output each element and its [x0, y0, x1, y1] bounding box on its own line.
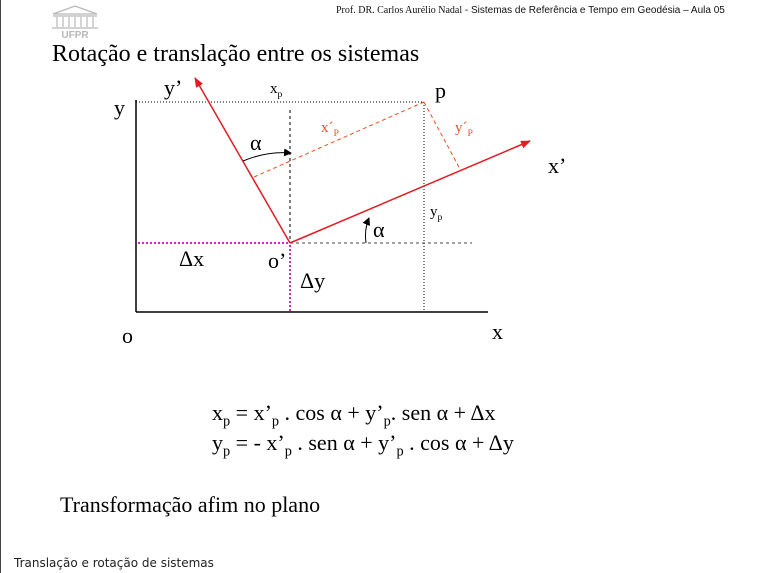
slide-header: Prof. DR. Carlos Aurélio Nadal - Sistema…: [336, 5, 725, 16]
x-axis-label: x: [492, 319, 503, 344]
yp-label: yp: [430, 204, 443, 223]
y-prime-axis: [194, 77, 291, 244]
author-name: Prof. DR. Carlos Aurélio Nadal: [336, 5, 463, 16]
ufpr-logo: UFPR: [52, 5, 98, 39]
point-p-label: p: [435, 78, 446, 103]
origin-label: o: [122, 323, 133, 348]
x-prime-axis: [289, 140, 531, 244]
left-border: [0, 0, 1, 573]
delta-x-label: Δx: [179, 246, 205, 271]
logo-text: UFPR: [61, 30, 89, 39]
course-name: - Sistemas de Referência e Tempo em Geod…: [464, 5, 725, 16]
xp-label: xp: [270, 81, 283, 100]
x-prime-projection: [253, 101, 425, 178]
y-axis-label: y: [114, 95, 125, 120]
x-prime-axis-label: x’: [548, 153, 567, 178]
y-prime-axis-label: y’: [164, 75, 183, 100]
y-prime-p-label: y´P: [455, 120, 473, 139]
alpha-bottom-label: α: [373, 217, 385, 242]
slide-footer: Translação e rotação de sistemas: [14, 556, 214, 570]
delta-y-label: Δy: [300, 268, 326, 293]
slide-title: Rotação e translação entre os sistemas: [52, 41, 420, 67]
equation-xp: xp = x’p . cos α + y’p. sen α + Δx: [212, 400, 496, 430]
origin-prime-label: o’: [268, 248, 287, 273]
alpha-arc-top: [242, 148, 292, 162]
affine-transformation-heading: Transformação afim no plano: [60, 492, 321, 517]
alpha-top-label: α: [250, 130, 262, 155]
x-prime-p-label: x´P: [321, 120, 339, 139]
alpha-arc-bottom: [362, 217, 371, 244]
y-prime-projection: [423, 101, 461, 170]
equation-yp: yp = - x’p . sen α + y’p . cos α + Δy: [212, 430, 514, 460]
